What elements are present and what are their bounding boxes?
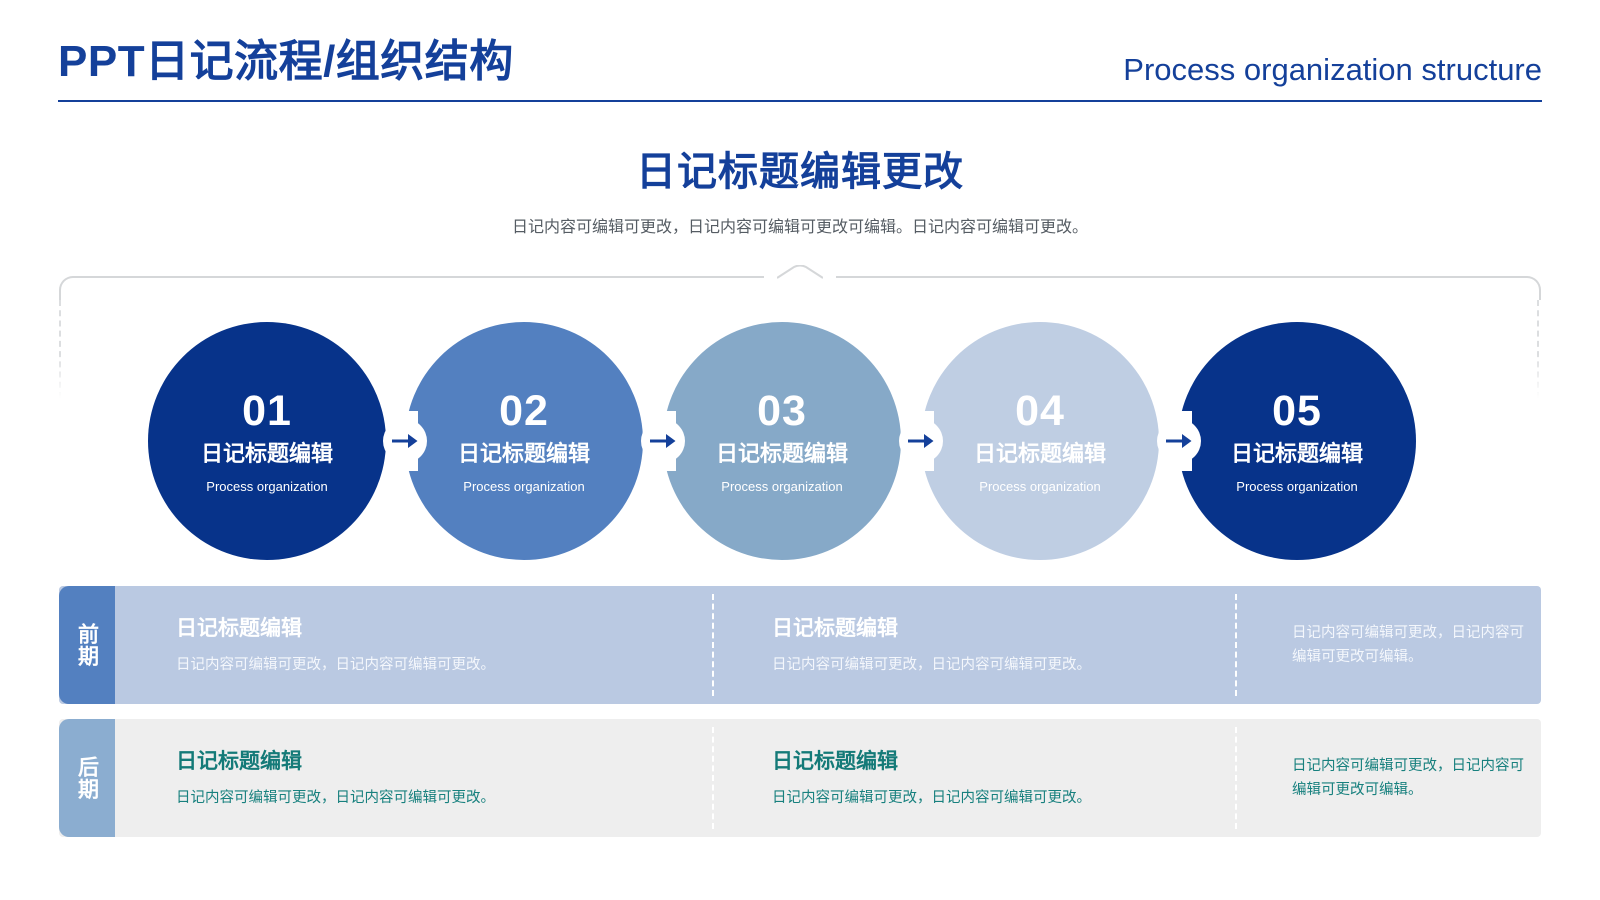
column-body: 日记内容可编辑可更改，日记内容可编辑可更改可编辑。 <box>1292 758 1524 798</box>
column-body: 日记内容可编辑可更改，日记内容可编辑可更改可编辑。 <box>1292 625 1524 665</box>
phase-column-early-2[interactable]: 日记标题编辑 日记内容可编辑可更改，日记内容可编辑可更改。 <box>712 586 1235 704</box>
column-divider <box>712 727 714 829</box>
step-subtitle: Process organization <box>721 478 843 494</box>
column-divider <box>712 594 714 696</box>
step-number: 01 <box>242 386 292 435</box>
column-title: 日记标题编辑 <box>772 616 898 640</box>
column-body: 日记内容可编辑可更改，日记内容可编辑可更改。 <box>176 656 495 673</box>
frame-corner-left <box>59 276 77 300</box>
arrow-right-icon-2 <box>633 411 693 471</box>
arrow-right-icon-4 <box>1149 411 1209 471</box>
column-divider <box>1235 727 1237 829</box>
frame-fade-left <box>57 300 67 398</box>
phase-columns-late: 日记标题编辑 日记内容可编辑可更改，日记内容可编辑可更改。 日记标题编辑 日记内… <box>115 719 1541 837</box>
step-number: 05 <box>1272 386 1322 435</box>
phase-columns-early: 日记标题编辑 日记内容可编辑可更改，日记内容可编辑可更改。 日记标题编辑 日记内… <box>115 586 1541 704</box>
step-title: 日记标题编辑 <box>973 440 1106 466</box>
phase-tag-label: 前期 <box>75 623 99 667</box>
process-step-04[interactable]: 04 日记标题编辑 Process organization <box>921 322 1159 560</box>
step-title: 日记标题编辑 <box>457 440 590 466</box>
main-heading: 日记标题编辑更改 <box>636 150 964 194</box>
phase-tag-label: 后期 <box>75 756 99 800</box>
phase-tag-late: 后期 <box>59 719 115 837</box>
frame-fade-right <box>1531 300 1541 398</box>
arrow-right-icon-3 <box>891 411 951 471</box>
phase-band-late: 后期 日记标题编辑 日记内容可编辑可更改，日记内容可编辑可更改。 日记标题编辑 … <box>59 719 1541 837</box>
phase-column-late-2[interactable]: 日记标题编辑 日记内容可编辑可更改，日记内容可编辑可更改。 <box>712 719 1235 837</box>
step-subtitle: Process organization <box>206 478 328 494</box>
step-subtitle: Process organization <box>1236 478 1358 494</box>
process-step-05[interactable]: 05 日记标题编辑 Process organization <box>1178 322 1416 560</box>
frame-top-line-right <box>836 276 1524 278</box>
phase-column-late-3[interactable]: 日记内容可编辑可更改，日记内容可编辑可更改可编辑。 <box>1235 719 1541 837</box>
page-title: PPT日记流程/组织结构 <box>58 37 514 86</box>
column-title: 日记标题编辑 <box>772 749 898 773</box>
step-number: 04 <box>1015 386 1065 435</box>
process-step-row: 01 日记标题编辑 Process organization 02 日记标题编辑… <box>148 322 1416 560</box>
process-step-01[interactable]: 01 日记标题编辑 Process organization <box>148 322 386 560</box>
diagram-frame <box>57 264 1541 406</box>
column-body: 日记内容可编辑可更改，日记内容可编辑可更改。 <box>176 789 495 806</box>
column-divider <box>1235 594 1237 696</box>
step-title: 日记标题编辑 <box>1230 440 1363 466</box>
frame-top-line-left <box>76 276 764 278</box>
phase-column-early-3[interactable]: 日记内容可编辑可更改，日记内容可编辑可更改可编辑。 <box>1235 586 1541 704</box>
page-subtitle: Process organization structure <box>1123 52 1542 87</box>
column-title: 日记标题编辑 <box>176 616 302 640</box>
main-subheading: 日记内容可编辑可更改，日记内容可编辑可更改可编辑。日记内容可编辑可更改。 <box>511 219 1088 236</box>
step-subtitle: Process organization <box>463 478 585 494</box>
phase-tag-early: 前期 <box>59 586 115 704</box>
step-number: 03 <box>757 386 807 435</box>
step-number: 02 <box>499 386 549 435</box>
phase-column-late-1[interactable]: 日记标题编辑 日记内容可编辑可更改，日记内容可编辑可更改。 <box>115 719 712 837</box>
step-subtitle: Process organization <box>979 478 1101 494</box>
header-divider <box>58 100 1542 102</box>
column-body: 日记内容可编辑可更改，日记内容可编辑可更改。 <box>772 656 1091 673</box>
step-title: 日记标题编辑 <box>715 440 848 466</box>
frame-corner-right <box>1523 276 1541 300</box>
column-body: 日记内容可编辑可更改，日记内容可编辑可更改。 <box>772 789 1091 806</box>
arrow-right-icon-1 <box>375 411 435 471</box>
step-title: 日记标题编辑 <box>200 440 333 466</box>
phase-column-early-1[interactable]: 日记标题编辑 日记内容可编辑可更改，日记内容可编辑可更改。 <box>115 586 712 704</box>
column-title: 日记标题编辑 <box>176 749 302 773</box>
process-step-02[interactable]: 02 日记标题编辑 Process organization <box>405 322 643 560</box>
slide-header: PPT日记流程/组织结构 Process organization struct… <box>58 28 1542 102</box>
process-step-03[interactable]: 03 日记标题编辑 Process organization <box>663 322 901 560</box>
phase-band-early: 前期 日记标题编辑 日记内容可编辑可更改，日记内容可编辑可更改。 日记标题编辑 … <box>59 586 1541 704</box>
frame-notch-icon <box>776 264 824 279</box>
